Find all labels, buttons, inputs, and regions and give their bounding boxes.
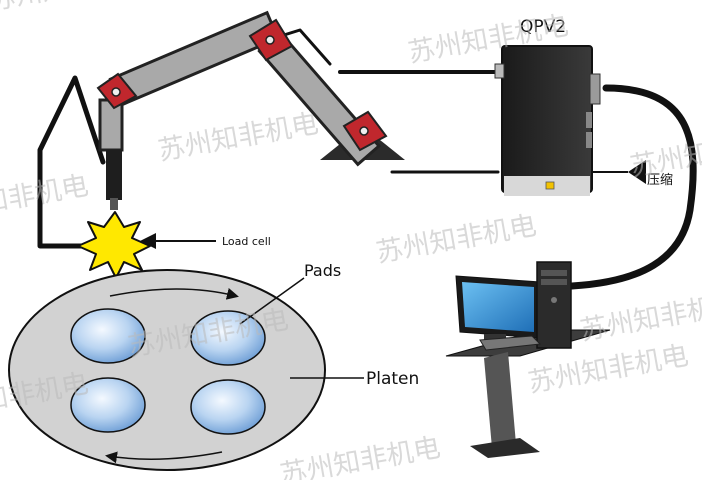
pad-bottom-left <box>70 377 146 433</box>
arm-upper-segment <box>108 10 280 107</box>
arm-vertical-segment <box>98 98 124 152</box>
pressure-label: 压缩 <box>647 172 673 188</box>
arm-tool-tip <box>110 198 118 210</box>
pad-top-right <box>190 310 266 366</box>
watermark-5: 苏州知非机电 <box>374 210 539 269</box>
arm-tool-shaft <box>106 150 122 200</box>
controller-top-connector <box>494 63 505 79</box>
qpv2-controller: QPV2 <box>494 17 601 196</box>
controller-label: QPV2 <box>520 17 566 37</box>
desk-foot <box>470 438 540 458</box>
watermark-1: 苏州知非机电 <box>0 0 151 17</box>
pressure-arrow-icon <box>628 160 646 184</box>
watermark-4: 苏州知非机电 <box>0 170 91 229</box>
controller-body <box>501 45 593 193</box>
platen-label: Platen <box>366 369 419 389</box>
watermark-8: 苏州知非机电 <box>278 432 443 480</box>
pc-tower <box>536 261 572 349</box>
pad-top-left <box>70 308 146 364</box>
pad-bottom-right <box>190 379 266 435</box>
monitor-screen <box>462 282 534 332</box>
watermark-11: 苏州知非机电 <box>578 288 702 347</box>
platen <box>8 269 326 471</box>
load-cell-label: Load cell <box>222 235 271 248</box>
desk-pedestal <box>484 352 516 448</box>
pads-pointer <box>239 277 305 325</box>
keyboard <box>479 335 542 351</box>
controller-indicator <box>545 181 555 190</box>
pressure-inlet: 压缩 <box>592 160 673 188</box>
pc-drive-bay <box>541 270 567 276</box>
pads-label: Pads <box>304 261 341 280</box>
robotic-arm <box>96 10 405 210</box>
rotation-arrow-top <box>109 287 239 300</box>
pc-power-button <box>551 297 557 303</box>
watermark-7: 苏州知非机电 <box>526 340 691 399</box>
computer-workstation <box>445 261 611 458</box>
platen-disk <box>8 269 326 471</box>
rotation-arrow-bottom <box>105 451 223 464</box>
arm-cable <box>37 75 106 249</box>
controller-pc-cable <box>568 84 697 290</box>
watermark-3: 苏州知非机电 <box>156 108 321 167</box>
load-cell-starburst <box>77 211 151 279</box>
controller-side-port <box>589 73 601 105</box>
